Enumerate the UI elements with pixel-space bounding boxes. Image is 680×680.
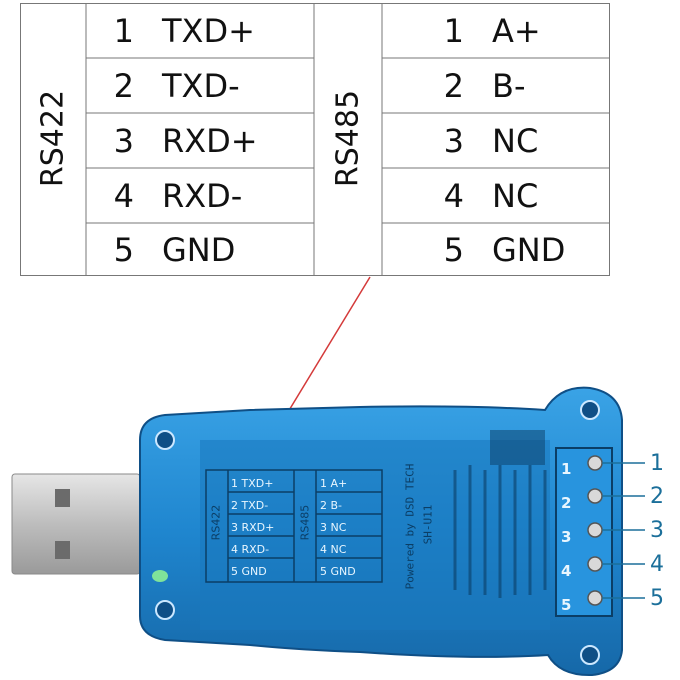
pcb-row: 3 NC bbox=[320, 521, 347, 534]
pin-callout-4: 4 bbox=[650, 552, 664, 577]
table-row: 2 B- bbox=[382, 58, 610, 113]
pcb-rs485-rows: 1 A+ 2 B- 3 NC 4 NC 5 GND bbox=[320, 473, 382, 583]
pin-number: 4 bbox=[113, 176, 134, 215]
pcb-row: 1 A+ bbox=[320, 477, 348, 490]
terminal-label: 5 bbox=[561, 596, 572, 614]
pin-number: 4 bbox=[443, 176, 464, 215]
table-row: 1 A+ bbox=[382, 3, 610, 58]
mount-hole bbox=[155, 600, 175, 620]
pcb-row: 4 NC bbox=[320, 543, 347, 556]
pin-callout-lines bbox=[602, 462, 645, 599]
pin-number: 5 bbox=[113, 230, 134, 269]
pcb-row: 2 B- bbox=[320, 499, 343, 512]
mount-hole bbox=[580, 645, 600, 665]
signal-name: A+ bbox=[492, 11, 541, 50]
table-row: 4 RXD- bbox=[86, 168, 314, 223]
signal-name: B- bbox=[492, 66, 526, 105]
pinout-table: RS422 RS485 1 TXD+ 2 TXD- 3 RXD+ 4 RXD- … bbox=[20, 3, 610, 276]
terminal-block bbox=[555, 447, 613, 617]
rs485-rows: 1 A+ 2 B- 3 NC 4 NC 5 GND bbox=[382, 3, 610, 276]
usb-plug bbox=[11, 473, 141, 575]
signal-name: TXD+ bbox=[162, 11, 255, 50]
pin-number: 1 bbox=[443, 11, 464, 50]
pcb-area bbox=[200, 440, 550, 630]
signal-name: RXD+ bbox=[162, 121, 258, 160]
pin-number: 2 bbox=[113, 66, 134, 105]
signal-name: RXD- bbox=[162, 176, 243, 215]
pcb-row: 5 GND bbox=[231, 565, 267, 578]
table-row: 3 NC bbox=[382, 113, 610, 168]
signal-name: NC bbox=[492, 176, 539, 215]
rs422-rows: 1 TXD+ 2 TXD- 3 RXD+ 4 RXD- 5 GND bbox=[86, 3, 314, 276]
terminal-label: 2 bbox=[561, 494, 572, 512]
signal-name: NC bbox=[492, 121, 539, 160]
pin-number: 1 bbox=[113, 11, 134, 50]
pin-callout-1: 1 bbox=[650, 451, 664, 476]
table-row: 3 RXD+ bbox=[86, 113, 314, 168]
pcb-rs485-label: RS485 bbox=[298, 504, 312, 541]
table-grid bbox=[20, 3, 610, 276]
terminal-label: 3 bbox=[561, 528, 572, 546]
pcb-row: 1 TXD+ bbox=[231, 477, 274, 490]
pin-callout-2: 2 bbox=[650, 484, 664, 509]
pcb-pinout-table bbox=[205, 469, 383, 583]
pcb-row: 5 GND bbox=[320, 565, 356, 578]
mount-hole bbox=[580, 400, 600, 420]
pcb-row: 4 RXD- bbox=[231, 543, 270, 556]
pcb-row: 3 RXD+ bbox=[231, 521, 275, 534]
pin-number: 2 bbox=[443, 66, 464, 105]
pin-callout-3: 3 bbox=[650, 518, 664, 543]
signal-name: GND bbox=[492, 230, 566, 269]
pin-callout-5: 5 bbox=[650, 586, 664, 611]
brand-text: Powered by DSD TECH bbox=[403, 463, 417, 590]
table-row: 4 NC bbox=[382, 168, 610, 223]
pcb-row: 2 TXD- bbox=[231, 499, 269, 512]
pcb-traces bbox=[453, 465, 547, 598]
pcb-rs422-rows: 1 TXD+ 2 TXD- 3 RXD+ 4 RXD- 5 GND bbox=[231, 473, 293, 583]
chip bbox=[490, 430, 545, 465]
signal-name: TXD- bbox=[162, 66, 240, 105]
status-led bbox=[152, 570, 168, 582]
table-row: 1 TXD+ bbox=[86, 3, 314, 58]
table-row: 2 TXD- bbox=[86, 58, 314, 113]
terminal-labels: 1 2 3 4 5 bbox=[561, 452, 581, 622]
pcb-rs422-label: RS422 bbox=[209, 504, 223, 541]
table-row: 5 GND bbox=[382, 223, 610, 276]
pin-number: 3 bbox=[113, 121, 134, 160]
terminal-label: 4 bbox=[561, 562, 572, 580]
pin-number: 3 bbox=[443, 121, 464, 160]
mount-hole bbox=[155, 430, 175, 450]
signal-name: GND bbox=[162, 230, 236, 269]
model-text: SH-U11 bbox=[421, 504, 435, 545]
pin-number: 5 bbox=[443, 230, 464, 269]
terminal-label: 1 bbox=[561, 460, 572, 478]
table-row: 5 GND bbox=[86, 223, 314, 276]
